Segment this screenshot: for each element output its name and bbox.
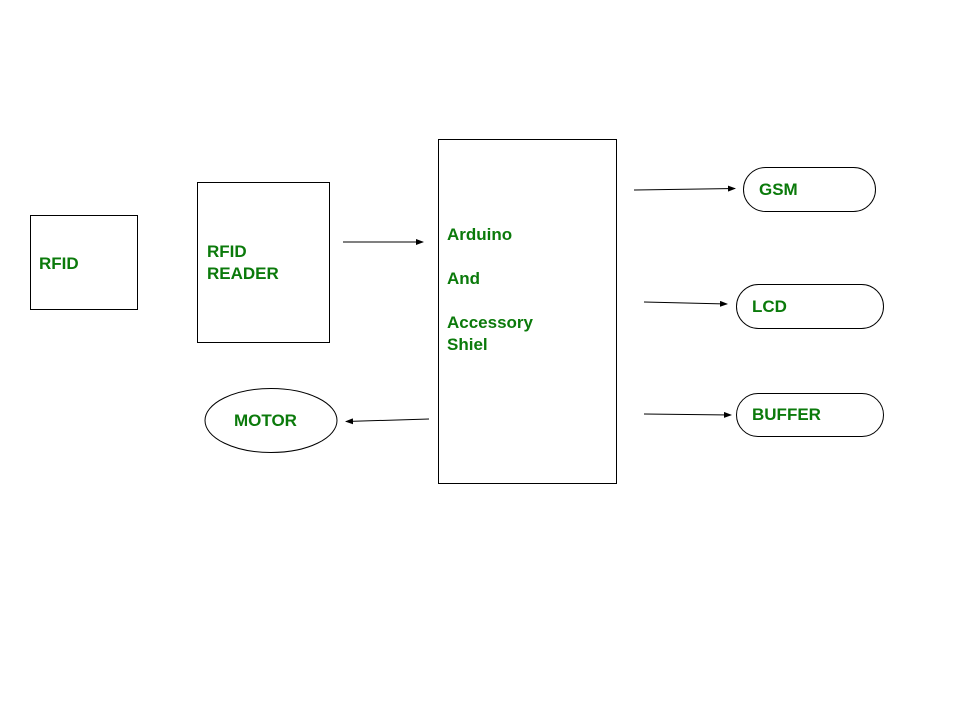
gsm-label: GSM [759,180,798,199]
arduino-box [438,139,617,484]
buffer-label: BUFFER [752,405,821,424]
arduino-label-3: Accessory [447,313,534,332]
motor-ellipse [204,388,338,453]
lcd-box [736,284,884,329]
arrow-arduino-to-lcd [643,300,728,307]
rfid-box [30,215,138,310]
arrow-arduino-to-gsm [633,185,736,192]
gsm-box [743,167,876,212]
arrow-arduino-to-buffer [643,411,732,418]
arduino-label-1: Arduino [447,225,513,244]
lcd-label: LCD [752,297,787,316]
motor-label: MOTOR [234,411,297,430]
rfid-reader-box [197,182,330,343]
rfid-reader-label-1: RFID [207,242,247,261]
arduino-label-4: Shiel [447,335,488,354]
rfid-reader-label-2: READER [207,264,279,283]
rfid-label: RFID [39,254,79,273]
arduino-label-2: And [447,269,481,288]
buffer-box [736,393,884,437]
arrow-arduino-to-motor [345,418,430,425]
